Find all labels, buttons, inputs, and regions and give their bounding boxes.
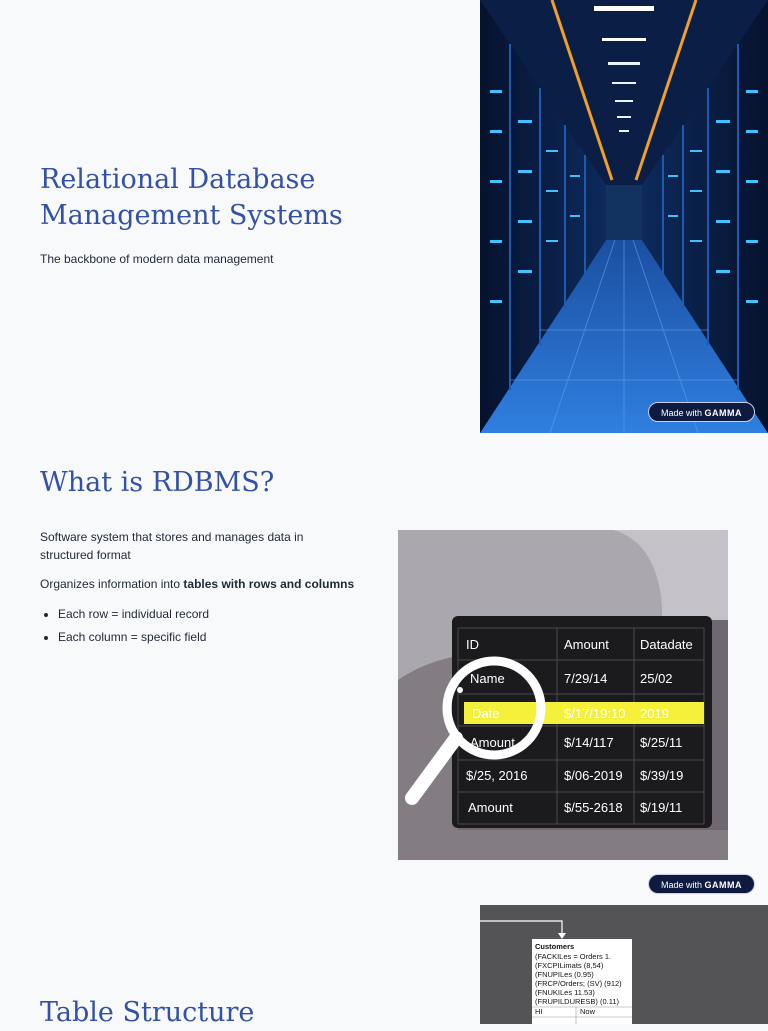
table-cell: Name bbox=[470, 671, 505, 686]
slide3-title: Table Structure bbox=[40, 997, 255, 1028]
table-cell: $/06-2019 bbox=[564, 768, 623, 783]
slide1-title: Relational Database Management Systems bbox=[40, 162, 343, 234]
diagram-footer-cell: Now bbox=[580, 1007, 596, 1016]
server-room-illustration bbox=[480, 0, 768, 433]
gamma-logo: GAMMA bbox=[704, 880, 743, 890]
made-with-gamma-badge[interactable]: Made with GAMMA bbox=[648, 402, 756, 422]
diagram-table-title: Customers bbox=[535, 942, 574, 951]
table-cell: $/17/19:10 bbox=[564, 706, 625, 721]
slide2-para1: Software system that stores and manages … bbox=[40, 530, 304, 562]
table-cell: $/25/11 bbox=[640, 735, 682, 750]
table-cell: $/55-2618 bbox=[564, 800, 623, 815]
diagram-line: (FNUKILes 11.53) bbox=[535, 988, 595, 997]
table-magnifier-image: ID Amount Datadate Name 7/29/14 25/02 Da… bbox=[398, 530, 728, 860]
diagram-line: (FNUPILes (0.95) bbox=[535, 970, 594, 979]
table-cell: Amount bbox=[470, 735, 515, 750]
table-structure-image: Customers (FACKILes = Orders 1. (FXCPILi… bbox=[480, 905, 768, 1024]
table-cell: Date bbox=[472, 706, 499, 721]
table-cell: Amount bbox=[468, 800, 513, 815]
table-cell: 7/29/14 bbox=[564, 671, 607, 686]
diagram-line: (FACKILes = Orders 1. bbox=[535, 952, 611, 961]
slide2-bullets: Each row = individual record Each column… bbox=[40, 603, 209, 649]
bullet-item: Each column = specific field bbox=[58, 626, 209, 649]
slide1-title-line2: Management Systems bbox=[40, 200, 343, 231]
table-header-cell: ID bbox=[466, 637, 479, 652]
diagram-line: (FRUPILDURESB) (0.11) bbox=[535, 997, 620, 1006]
badge-prefix: Made with bbox=[661, 880, 703, 890]
table-cell: $/14/117 bbox=[564, 735, 614, 750]
table-structure-diagram: Customers (FACKILes = Orders 1. (FXCPILi… bbox=[480, 905, 768, 1024]
table-cell: $/19/11 bbox=[640, 800, 682, 815]
slide1-title-line1: Relational Database bbox=[40, 164, 316, 195]
slide1-subtitle: The backbone of modern data management bbox=[40, 252, 274, 266]
table-cell: 2019 bbox=[640, 706, 669, 721]
bullet-item: Each row = individual record bbox=[58, 603, 209, 626]
table-cell: 25/02 bbox=[640, 671, 673, 686]
badge-prefix: Made with bbox=[661, 408, 703, 418]
table-header-cell: Datadate bbox=[640, 637, 693, 652]
slide2-title: What is RDBMS? bbox=[40, 467, 275, 498]
diagram-line: (FXCPILimats (8,54) bbox=[535, 961, 604, 970]
diagram-line: (FRCP/Orders; (SV) (912) bbox=[535, 979, 622, 988]
slide2-para2: Organizes information into tables with r… bbox=[40, 575, 360, 593]
table-cell: $/39/19 bbox=[640, 768, 683, 783]
magnifier-icon bbox=[405, 656, 546, 805]
para2-bold: tables with rows and columns bbox=[183, 577, 355, 591]
table-header-cell: Amount bbox=[564, 637, 609, 652]
diagram-footer-cell: HI bbox=[535, 1007, 543, 1016]
table-cell: $/25, 2016 bbox=[466, 768, 527, 783]
server-room-image bbox=[480, 0, 768, 433]
gamma-logo: GAMMA bbox=[704, 408, 743, 418]
made-with-gamma-badge[interactable]: Made with GAMMA bbox=[648, 874, 756, 894]
table-magnifier-illustration: ID Amount Datadate Name 7/29/14 25/02 Da… bbox=[398, 530, 728, 860]
para2-prefix: Organizes information into bbox=[40, 577, 181, 591]
